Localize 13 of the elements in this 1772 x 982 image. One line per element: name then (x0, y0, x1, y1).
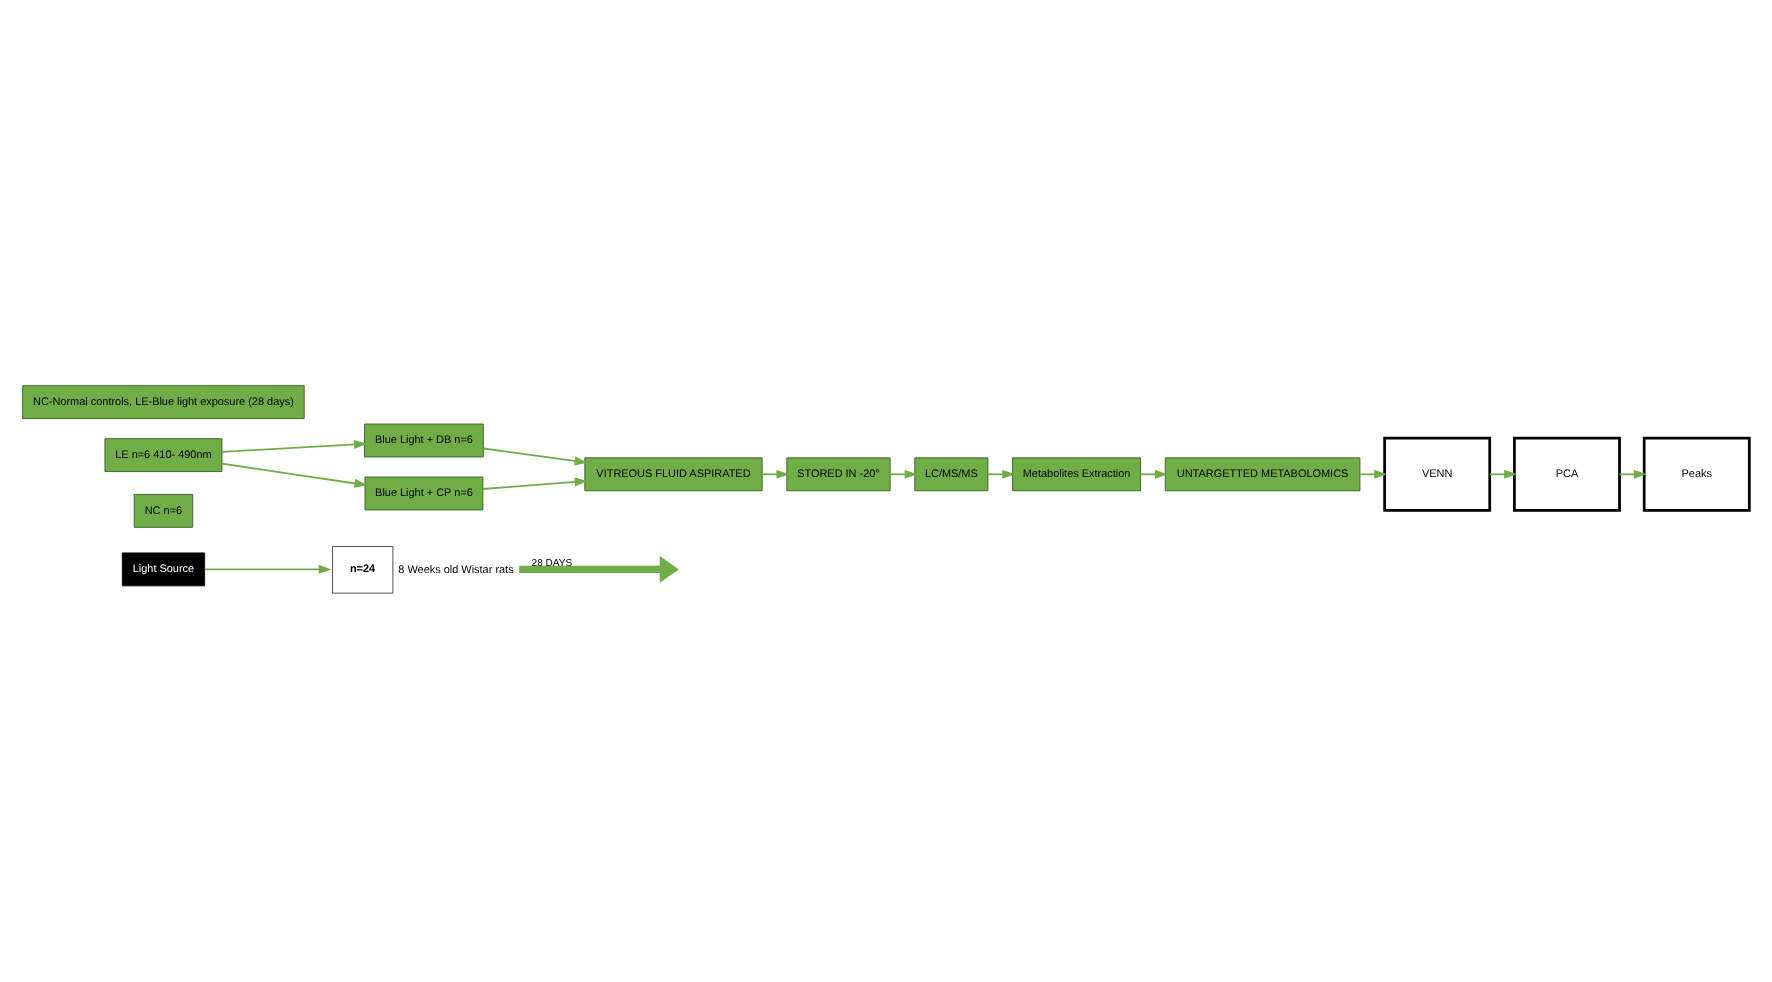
arrow (221, 462, 368, 488)
arrow (1488, 469, 1517, 479)
arrow (1359, 469, 1388, 479)
arrow (1139, 469, 1168, 479)
arrow (203, 564, 332, 574)
arrow (221, 439, 367, 453)
arrow (1618, 469, 1647, 479)
arrow (482, 477, 588, 490)
arrow (761, 469, 790, 479)
arrow (519, 555, 679, 583)
arrow (482, 447, 588, 466)
arrow (987, 469, 1016, 479)
arrow (889, 469, 918, 479)
